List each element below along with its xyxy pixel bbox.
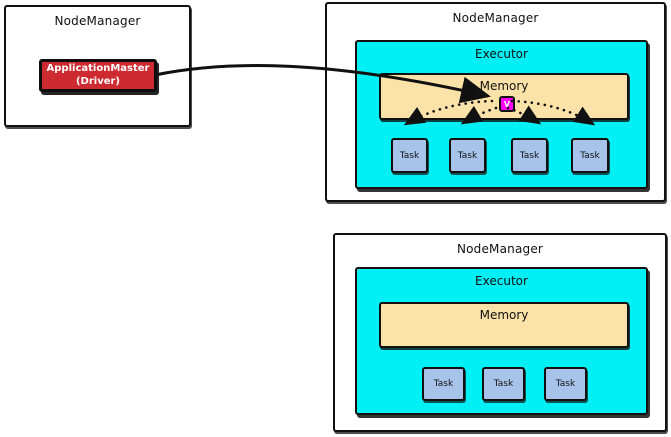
- nodemanager-top-right-title: NodeManager: [452, 11, 539, 25]
- task-top-4: Task: [571, 138, 609, 173]
- executor-top: Executor Memory V Task Task Task Task: [355, 40, 648, 189]
- memory-bottom-title: Memory: [479, 308, 529, 322]
- executor-top-title: Executor: [475, 47, 528, 61]
- nodemanager-bottom-right: NodeManager Executor Memory Task Task Ta…: [333, 233, 667, 432]
- memory-bottom: Memory: [379, 302, 629, 348]
- executor-bottom: Executor Memory Task Task Task: [355, 267, 648, 415]
- task-bottom-1: Task: [422, 367, 465, 401]
- memory-top-title: Memory: [479, 79, 529, 93]
- task-top-2: Task: [449, 138, 486, 173]
- nodemanager-top-right: NodeManager Executor Memory V Task Task …: [325, 2, 666, 202]
- task-bottom-2: Task: [482, 367, 525, 401]
- driver-label-line2: (Driver): [75, 75, 121, 87]
- task-bottom-3: Task: [544, 367, 587, 401]
- executor-bottom-title: Executor: [475, 274, 528, 288]
- variable-v: V: [499, 96, 515, 112]
- memory-top: Memory V: [379, 73, 629, 120]
- nodemanager-left-title: NodeManager: [54, 14, 141, 28]
- nodemanager-bottom-right-title: NodeManager: [456, 242, 544, 256]
- variable-v-label: V: [503, 99, 511, 109]
- nodemanager-left: NodeManager ApplicationMaster (Driver): [4, 5, 191, 127]
- application-master-driver: ApplicationMaster (Driver): [39, 59, 157, 92]
- task-top-3: Task: [511, 138, 548, 173]
- task-top-1: Task: [391, 138, 428, 173]
- driver-label-line1: ApplicationMaster: [46, 63, 150, 74]
